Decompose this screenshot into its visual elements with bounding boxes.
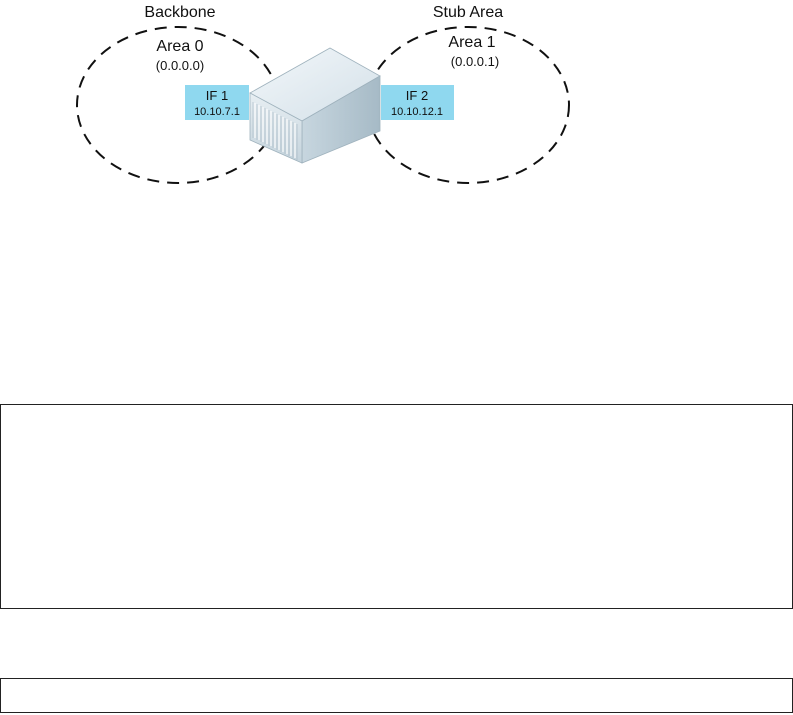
interface-2-address: 10.10.12.1 [391, 106, 443, 118]
interface-2-name: IF 2 [406, 88, 428, 103]
backbone-area-name: Area 0 [156, 38, 203, 55]
interface-2-label: IF 2 10.10.12.1 [381, 85, 454, 120]
config-box-secondary [0, 678, 793, 713]
stub-area-name: Area 1 [448, 34, 495, 51]
ospf-area-diagram: Backbone Stub Area Area 0 (0.0.0.0) Area… [76, 4, 570, 184]
stub-area-title: Stub Area [433, 4, 503, 21]
backbone-area-id: (0.0.0.0) [156, 58, 204, 73]
config-box-primary [0, 404, 793, 609]
interface-1-address: 10.10.7.1 [194, 106, 240, 118]
stub-area-id: (0.0.0.1) [451, 54, 499, 69]
backbone-title: Backbone [144, 4, 215, 21]
interface-1-name: IF 1 [206, 88, 228, 103]
router-icon [249, 47, 381, 164]
interface-1-label: IF 1 10.10.7.1 [185, 85, 249, 120]
